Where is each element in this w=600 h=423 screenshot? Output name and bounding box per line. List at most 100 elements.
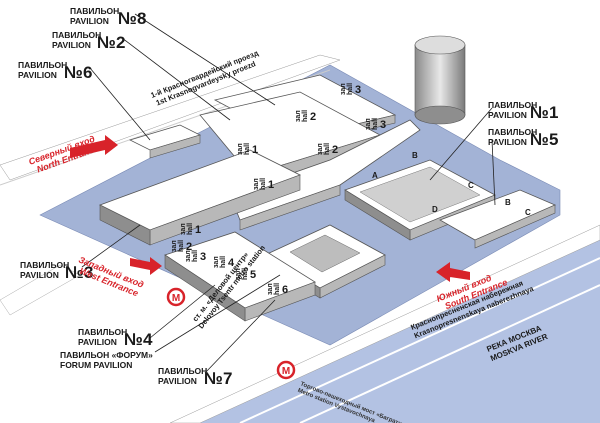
building-letter: B <box>412 151 418 160</box>
svg-text:зал: зал <box>317 143 324 155</box>
building-letter: A <box>372 171 378 180</box>
hall-number: 2 <box>332 144 338 156</box>
pavilion-6-label: ПАВИЛЬОН PAVILION №6 <box>18 60 92 82</box>
hall-number: 4 <box>228 257 235 269</box>
svg-text:ПАВИЛЬОН: ПАВИЛЬОН <box>488 100 537 110</box>
svg-text:hall: hall <box>302 110 309 122</box>
hall-number: 3 <box>380 119 386 131</box>
hall-number: 1 <box>195 224 201 236</box>
svg-text:ПАВИЛЬОН: ПАВИЛЬОН <box>70 6 119 16</box>
pavilion-2-label: ПАВИЛЬОН PAVILION №2 <box>52 30 125 52</box>
hall-number: 3 <box>355 84 361 96</box>
svg-text:№3: №3 <box>65 263 93 282</box>
west-entrance-arrow[interactable] <box>130 257 162 275</box>
svg-text:hall: hall <box>192 250 199 262</box>
pavilion-3-building[interactable] <box>98 149 302 246</box>
svg-text:PAVILION: PAVILION <box>488 110 527 120</box>
svg-text:№1: №1 <box>530 103 558 122</box>
svg-text:hall: hall <box>274 283 281 295</box>
svg-text:hall: hall <box>220 256 227 268</box>
svg-text:hall: hall <box>347 83 354 95</box>
svg-text:№7: №7 <box>204 369 232 388</box>
metro-icon-west: M <box>166 287 186 307</box>
svg-text:PAVILION: PAVILION <box>158 376 197 386</box>
forum-pavilion-label: ПАВИЛЬОН «ФОРУМ» FORUM PAVILION <box>60 350 153 370</box>
svg-text:ПАВИЛЬОН: ПАВИЛЬОН <box>20 260 69 270</box>
svg-text:зал: зал <box>237 143 244 155</box>
svg-text:PAVILION: PAVILION <box>70 16 109 26</box>
svg-text:№4: №4 <box>124 330 153 349</box>
svg-text:PAVILION: PAVILION <box>488 137 527 147</box>
metro-icon-south: M <box>276 360 296 380</box>
svg-text:зал: зал <box>180 223 187 235</box>
pavilion-5-building[interactable] <box>439 189 557 249</box>
svg-text:PAVILION: PAVILION <box>78 337 117 347</box>
office-tower <box>414 35 466 125</box>
pavilion-8-label: ПАВИЛЬОН PAVILION №8 <box>70 6 146 28</box>
hall-number: 2 <box>310 111 316 123</box>
svg-text:зал: зал <box>235 268 242 280</box>
svg-text:зал: зал <box>213 256 220 268</box>
pavilion-6-building[interactable] <box>128 124 202 159</box>
svg-text:hall: hall <box>242 268 249 280</box>
svg-text:ПАВИЛЬОН: ПАВИЛЬОН <box>78 327 127 337</box>
svg-text:зал: зал <box>185 250 192 262</box>
svg-text:PAVILION: PAVILION <box>18 70 57 80</box>
svg-text:№6: №6 <box>64 63 92 82</box>
pavilion-7-building[interactable] <box>164 231 316 322</box>
svg-text:hall: hall <box>187 223 194 235</box>
hall-number: 1 <box>252 144 258 156</box>
svg-text:№5: №5 <box>530 130 558 149</box>
pavilion-3-label: ПАВИЛЬОН PAVILION №3 <box>20 260 93 282</box>
svg-text:ПАВИЛЬОН: ПАВИЛЬОН <box>488 127 537 137</box>
svg-text:ПАВИЛЬОН: ПАВИЛЬОН <box>52 30 101 40</box>
pavilion-5-label: ПАВИЛЬОН PAVILION №5 <box>488 127 558 149</box>
pavilion-4-label: ПАВИЛЬОН PAVILION №4 <box>78 327 153 349</box>
svg-text:FORUM PAVILION: FORUM PAVILION <box>60 360 132 370</box>
svg-text:PAVILION: PAVILION <box>20 270 59 280</box>
west-road <box>0 264 81 316</box>
north-entrance-arrow[interactable] <box>70 135 118 158</box>
building-letter: C <box>468 181 474 190</box>
south-entrance-arrow[interactable] <box>436 262 470 282</box>
svg-text:зал: зал <box>267 283 274 295</box>
hall-number: 2 <box>186 241 192 253</box>
svg-text:PAVILION: PAVILION <box>52 40 91 50</box>
svg-text:зал: зал <box>171 240 178 252</box>
svg-text:hall: hall <box>260 178 267 190</box>
hall-number: 1 <box>268 179 274 191</box>
svg-text:hall: hall <box>324 143 331 155</box>
svg-text:зал: зал <box>365 118 372 130</box>
svg-text:зал: зал <box>295 110 302 122</box>
svg-text:M: M <box>172 293 180 304</box>
svg-text:ПАВИЛЬОН: ПАВИЛЬОН <box>158 366 207 376</box>
svg-text:зал: зал <box>253 178 260 190</box>
svg-text:ПАВИЛЬОН: ПАВИЛЬОН <box>18 60 67 70</box>
svg-text:№8: №8 <box>118 9 146 28</box>
pavilion-1-label: ПАВИЛЬОН PAVILION №1 <box>488 100 558 122</box>
building-letter: B <box>505 198 511 207</box>
svg-text:ПАВИЛЬОН «ФОРУМ»: ПАВИЛЬОН «ФОРУМ» <box>60 350 153 360</box>
hall-number: 5 <box>250 269 256 281</box>
building-letter: C <box>525 208 531 217</box>
pavilion-7-label: ПАВИЛЬОН PAVILION №7 <box>158 366 232 388</box>
hall-number: 3 <box>200 251 206 263</box>
svg-text:hall: hall <box>244 143 251 155</box>
building-letter: D <box>432 205 438 214</box>
hall-number: 6 <box>282 284 288 296</box>
svg-text:зал: зал <box>340 83 347 95</box>
